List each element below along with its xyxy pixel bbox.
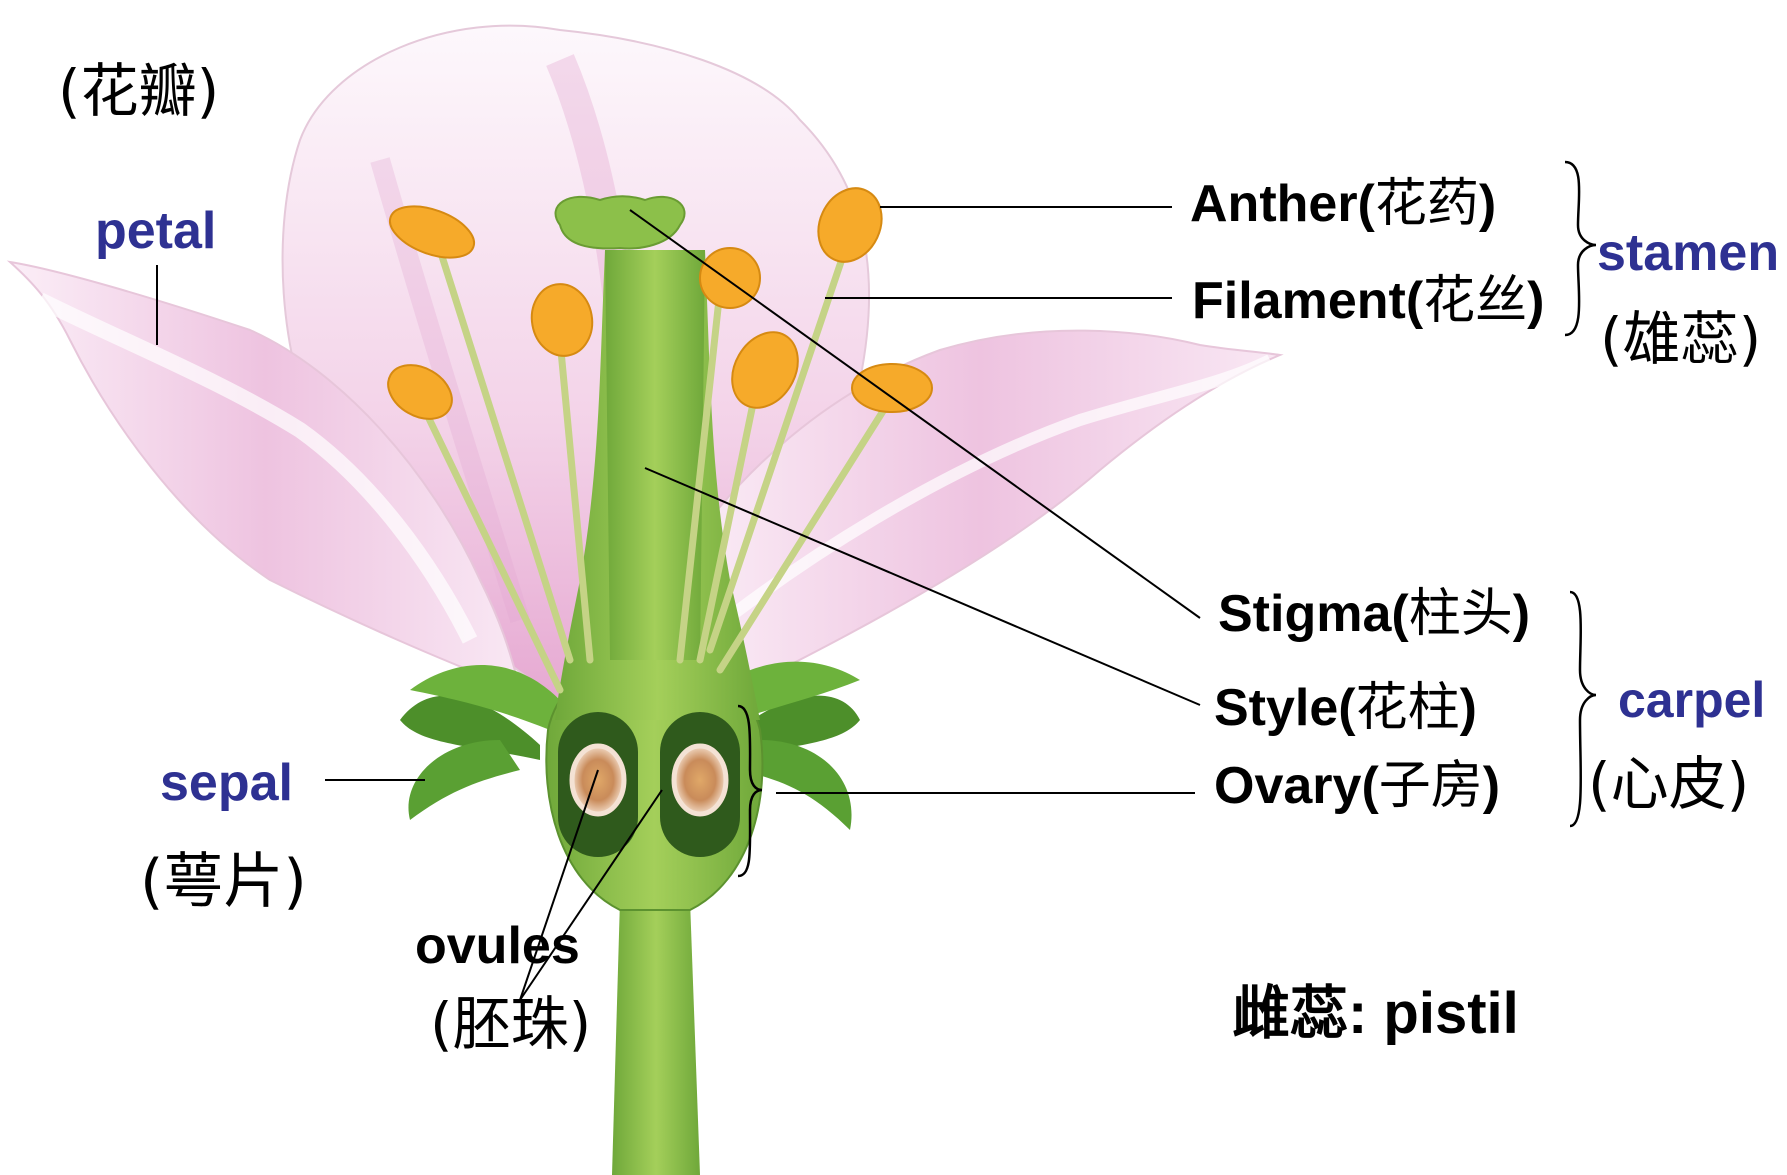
style-en: Style( xyxy=(1214,679,1356,737)
sepal-left-2 xyxy=(408,740,520,820)
filament-cn: 花丝 xyxy=(1423,271,1527,331)
anther-cn: 花药 xyxy=(1375,174,1479,234)
style-label: Style(花柱) xyxy=(1214,682,1477,734)
petal-label: petal xyxy=(95,205,216,257)
stem xyxy=(612,900,700,1175)
ovules-label: ovules xyxy=(415,920,580,972)
stigma xyxy=(556,196,685,248)
sepal-cn-label: (萼片) xyxy=(140,852,307,912)
ovary-close: ) xyxy=(1483,757,1500,815)
anther xyxy=(700,248,760,308)
carpel-label: carpel xyxy=(1618,675,1765,725)
stamen-label: stamen xyxy=(1597,227,1779,279)
stigma-close: ) xyxy=(1513,585,1530,643)
brace-stamen xyxy=(1565,162,1596,335)
stigma-label: Stigma(柱头) xyxy=(1218,588,1530,640)
anther xyxy=(852,364,932,412)
ovule-right xyxy=(674,746,726,814)
stamen-cn-label: (雄蕊) xyxy=(1600,310,1761,368)
stigma-en: Stigma( xyxy=(1218,585,1409,643)
ovary-label: Ovary(子房) xyxy=(1214,760,1500,812)
filament-label: Filament(花丝) xyxy=(1192,275,1544,327)
filament-en: Filament( xyxy=(1192,272,1423,330)
anther-close: ) xyxy=(1479,175,1496,233)
anther-label: Anther(花药) xyxy=(1190,178,1496,230)
style-close: ) xyxy=(1460,679,1477,737)
sepal-label: sepal xyxy=(160,757,293,809)
anther-en: Anther( xyxy=(1190,175,1375,233)
style-cn: 花柱 xyxy=(1356,678,1460,738)
filament-close: ) xyxy=(1527,272,1544,330)
stigma-cn: 柱头 xyxy=(1409,584,1513,644)
ovule-left xyxy=(572,746,624,814)
ovary-cn: 子房 xyxy=(1379,756,1483,816)
pistil-label: 雌蕊: pistil xyxy=(1232,985,1519,1043)
ovary-en: Ovary( xyxy=(1214,757,1379,815)
ovules-cn-label: (胚珠) xyxy=(430,995,591,1053)
carpel-cn-label: (心皮) xyxy=(1588,755,1749,813)
petal-cn-label: (花瓣) xyxy=(58,62,219,120)
